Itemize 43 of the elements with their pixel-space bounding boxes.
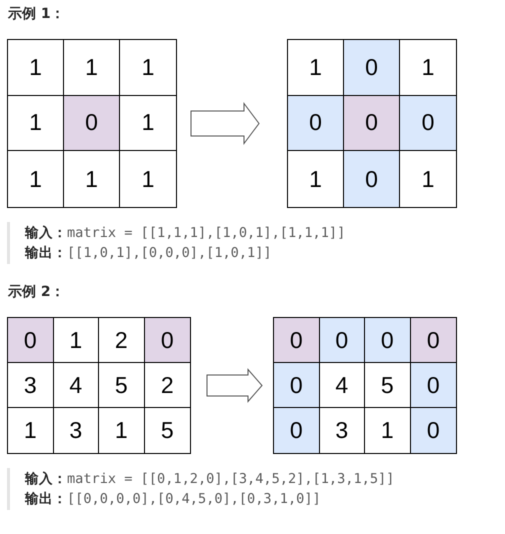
example-heading: 示例 2： xyxy=(8,283,65,301)
matrix-cell: 1 xyxy=(8,96,64,152)
matrix-cell: 3 xyxy=(54,408,99,453)
matrix-cell: 5 xyxy=(99,363,144,408)
matrix-grid xyxy=(273,317,457,454)
matrix-cell: 1 xyxy=(64,40,120,96)
matrix-cell: 0 xyxy=(274,363,320,408)
matrix-cell: 2 xyxy=(99,318,144,363)
matrix-cell: 1 xyxy=(54,318,99,363)
code-line: 输出：[[0,0,0,0],[0,4,5,0],[0,3,1,0]] xyxy=(24,490,322,509)
matrix-cell: 0 xyxy=(410,318,456,363)
block-arrow xyxy=(190,102,260,145)
example-heading: 示例 1： xyxy=(8,5,65,23)
matrix-cell: 0 xyxy=(365,318,410,363)
matrix-cell: 0 xyxy=(64,96,120,152)
matrix-cell: 0 xyxy=(8,318,54,363)
matrix-cell: 1 xyxy=(8,40,64,96)
matrix-cell: 5 xyxy=(365,363,410,408)
matrix-cell: 0 xyxy=(410,408,456,453)
matrix-cell: 0 xyxy=(400,96,456,152)
matrix-cell: 1 xyxy=(288,40,344,96)
matrix-cell: 4 xyxy=(54,363,99,408)
matrix-cell: 4 xyxy=(320,363,365,408)
matrix-grid xyxy=(7,317,191,454)
matrix-cell: 1 xyxy=(120,96,176,152)
matrix-cell: 2 xyxy=(144,363,190,408)
code-line: 输出：[[1,0,1],[0,0,0],[1,0,1]] xyxy=(24,244,273,263)
matrix-cell: 0 xyxy=(344,40,400,96)
matrix-cell: 0 xyxy=(144,318,190,363)
block-arrow xyxy=(206,368,263,403)
matrix-cell: 0 xyxy=(320,318,365,363)
matrix-cell: 0 xyxy=(344,96,400,152)
matrix-grid xyxy=(7,39,177,208)
matrix-cell: 0 xyxy=(410,363,456,408)
matrix-cell: 3 xyxy=(8,363,54,408)
matrix-cell: 0 xyxy=(344,151,400,207)
matrix-cell: 0 xyxy=(274,408,320,453)
code-line: 输入：matrix = [[1,1,1],[1,0,1],[1,1,1]] xyxy=(24,224,346,243)
matrix-grid xyxy=(287,39,457,208)
matrix-cell: 3 xyxy=(320,408,365,453)
matrix-cell: 0 xyxy=(288,96,344,152)
matrix-cell: 0 xyxy=(274,318,320,363)
code-line: 输入：matrix = [[0,1,2,0],[3,4,5,2],[1,3,1,5]] xyxy=(24,470,394,489)
